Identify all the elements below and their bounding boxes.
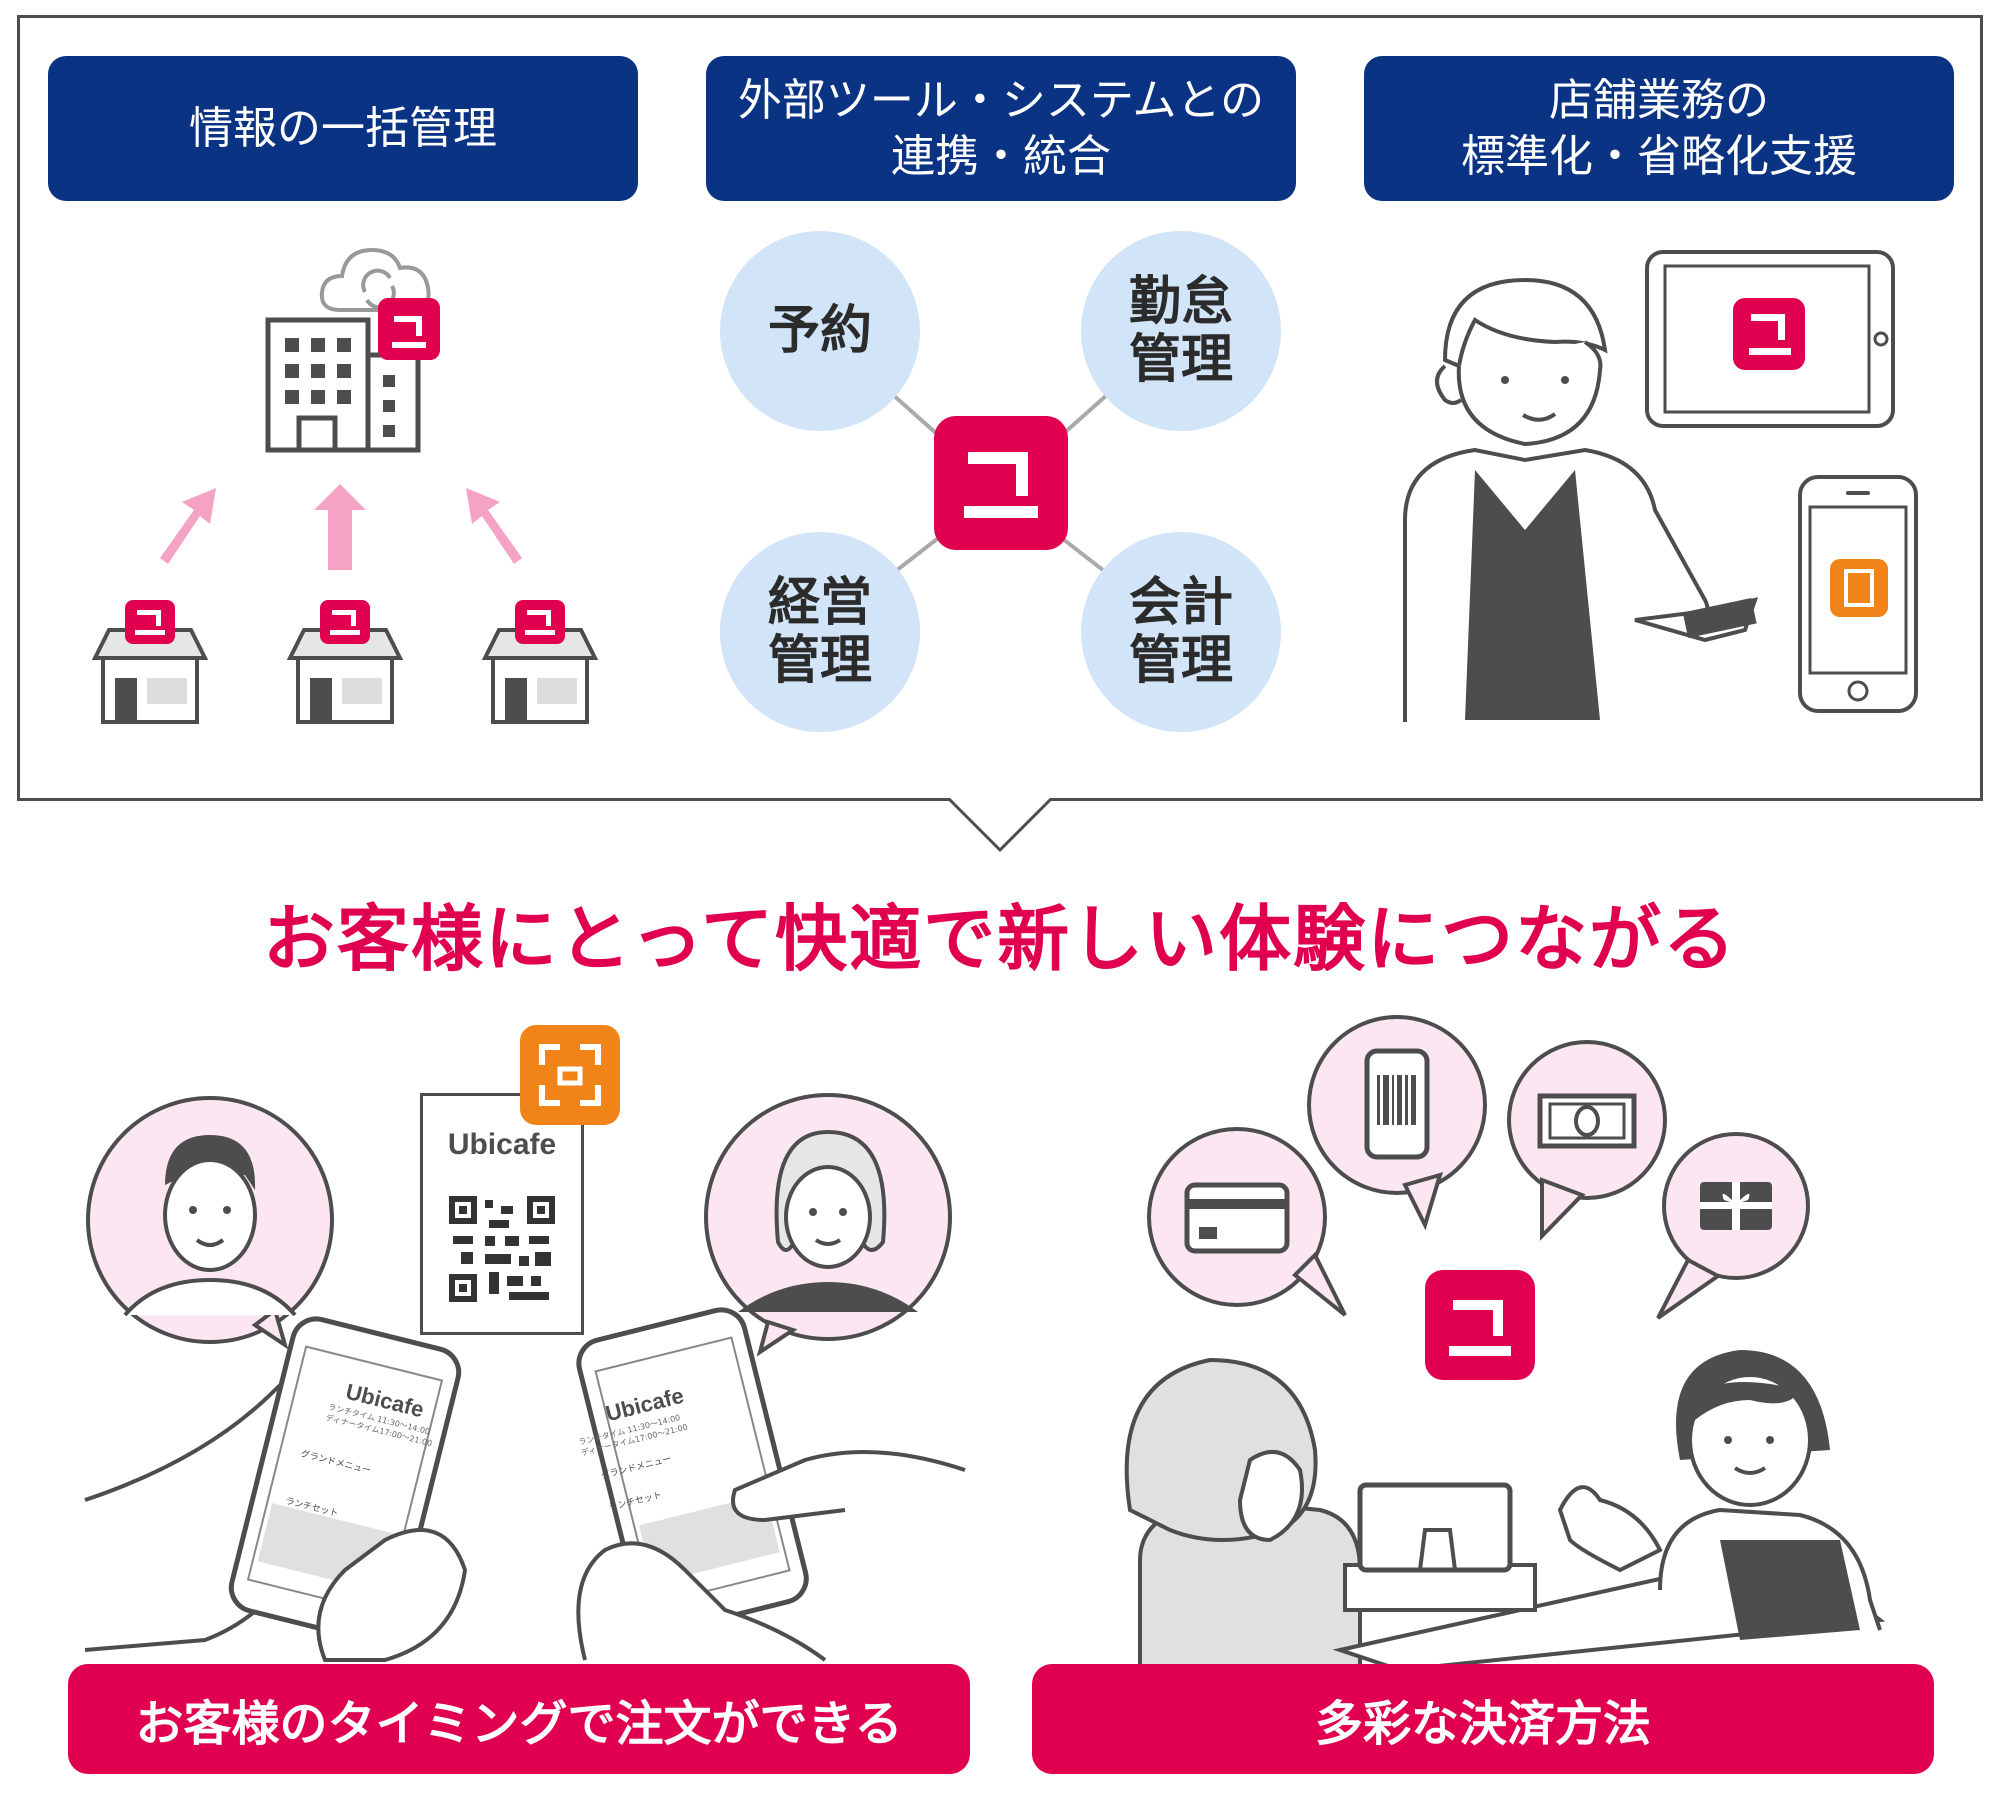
brand-logo-icon xyxy=(1425,1270,1535,1380)
payment-bubble-barcode xyxy=(1307,1015,1487,1231)
office-building-icon xyxy=(265,317,421,453)
payment-bubble-cash xyxy=(1507,1040,1667,1241)
footer-payment-methods: 多彩な決済方法 xyxy=(1032,1664,1934,1774)
qr-code-icon xyxy=(449,1196,555,1302)
brand-logo-icon xyxy=(378,298,440,360)
headline: お客様にとって快適で新しい体験につながる xyxy=(262,897,1738,981)
hands-with-phones xyxy=(84,1307,966,1662)
avatar-male xyxy=(86,1096,334,1350)
payment-bubble-card xyxy=(1147,1127,1347,1317)
brand-logo-icon xyxy=(934,416,1068,550)
store-icon xyxy=(286,600,404,724)
qr-card: Ubicafe xyxy=(420,1093,584,1335)
header-box-centralized-management: 情報の一括管理 xyxy=(48,56,638,201)
store-icon xyxy=(481,600,599,724)
gift-card-icon xyxy=(1700,1182,1772,1230)
avatar-female xyxy=(704,1093,952,1357)
store-icon xyxy=(91,600,209,724)
bubble-attendance: 勤怠 管理 xyxy=(1081,231,1281,431)
smartphone-icon xyxy=(1798,475,1918,713)
qr-card-brand: Ubicafe xyxy=(447,1128,557,1161)
bubble-business-management: 経営 管理 xyxy=(720,532,920,732)
credit-card-icon xyxy=(1184,1182,1290,1254)
cash-icon xyxy=(1537,1093,1637,1149)
upload-arrows xyxy=(160,484,522,570)
barcode-phone-icon xyxy=(1364,1048,1430,1160)
bubble-reservation: 予約 xyxy=(720,231,920,431)
checkout-scene xyxy=(1124,1350,1886,1673)
tablet-icon xyxy=(1645,250,1895,428)
header-box-external-integration: 外部ツール・システムとの 連携・統合 xyxy=(706,56,1296,201)
cloud-sync-icon xyxy=(319,247,431,312)
payment-bubble-gift xyxy=(1656,1132,1810,1320)
header-box-store-standardization: 店舗業務の 標準化・省略化支援 xyxy=(1364,56,1954,201)
scan-app-icon xyxy=(520,1025,620,1125)
footer-order-timing: お客様のタイミングで注文ができる xyxy=(68,1664,970,1774)
bubble-accounting: 会計 管理 xyxy=(1081,532,1281,732)
staff-illustration xyxy=(1403,277,1759,722)
panel-pointer xyxy=(948,798,1052,853)
